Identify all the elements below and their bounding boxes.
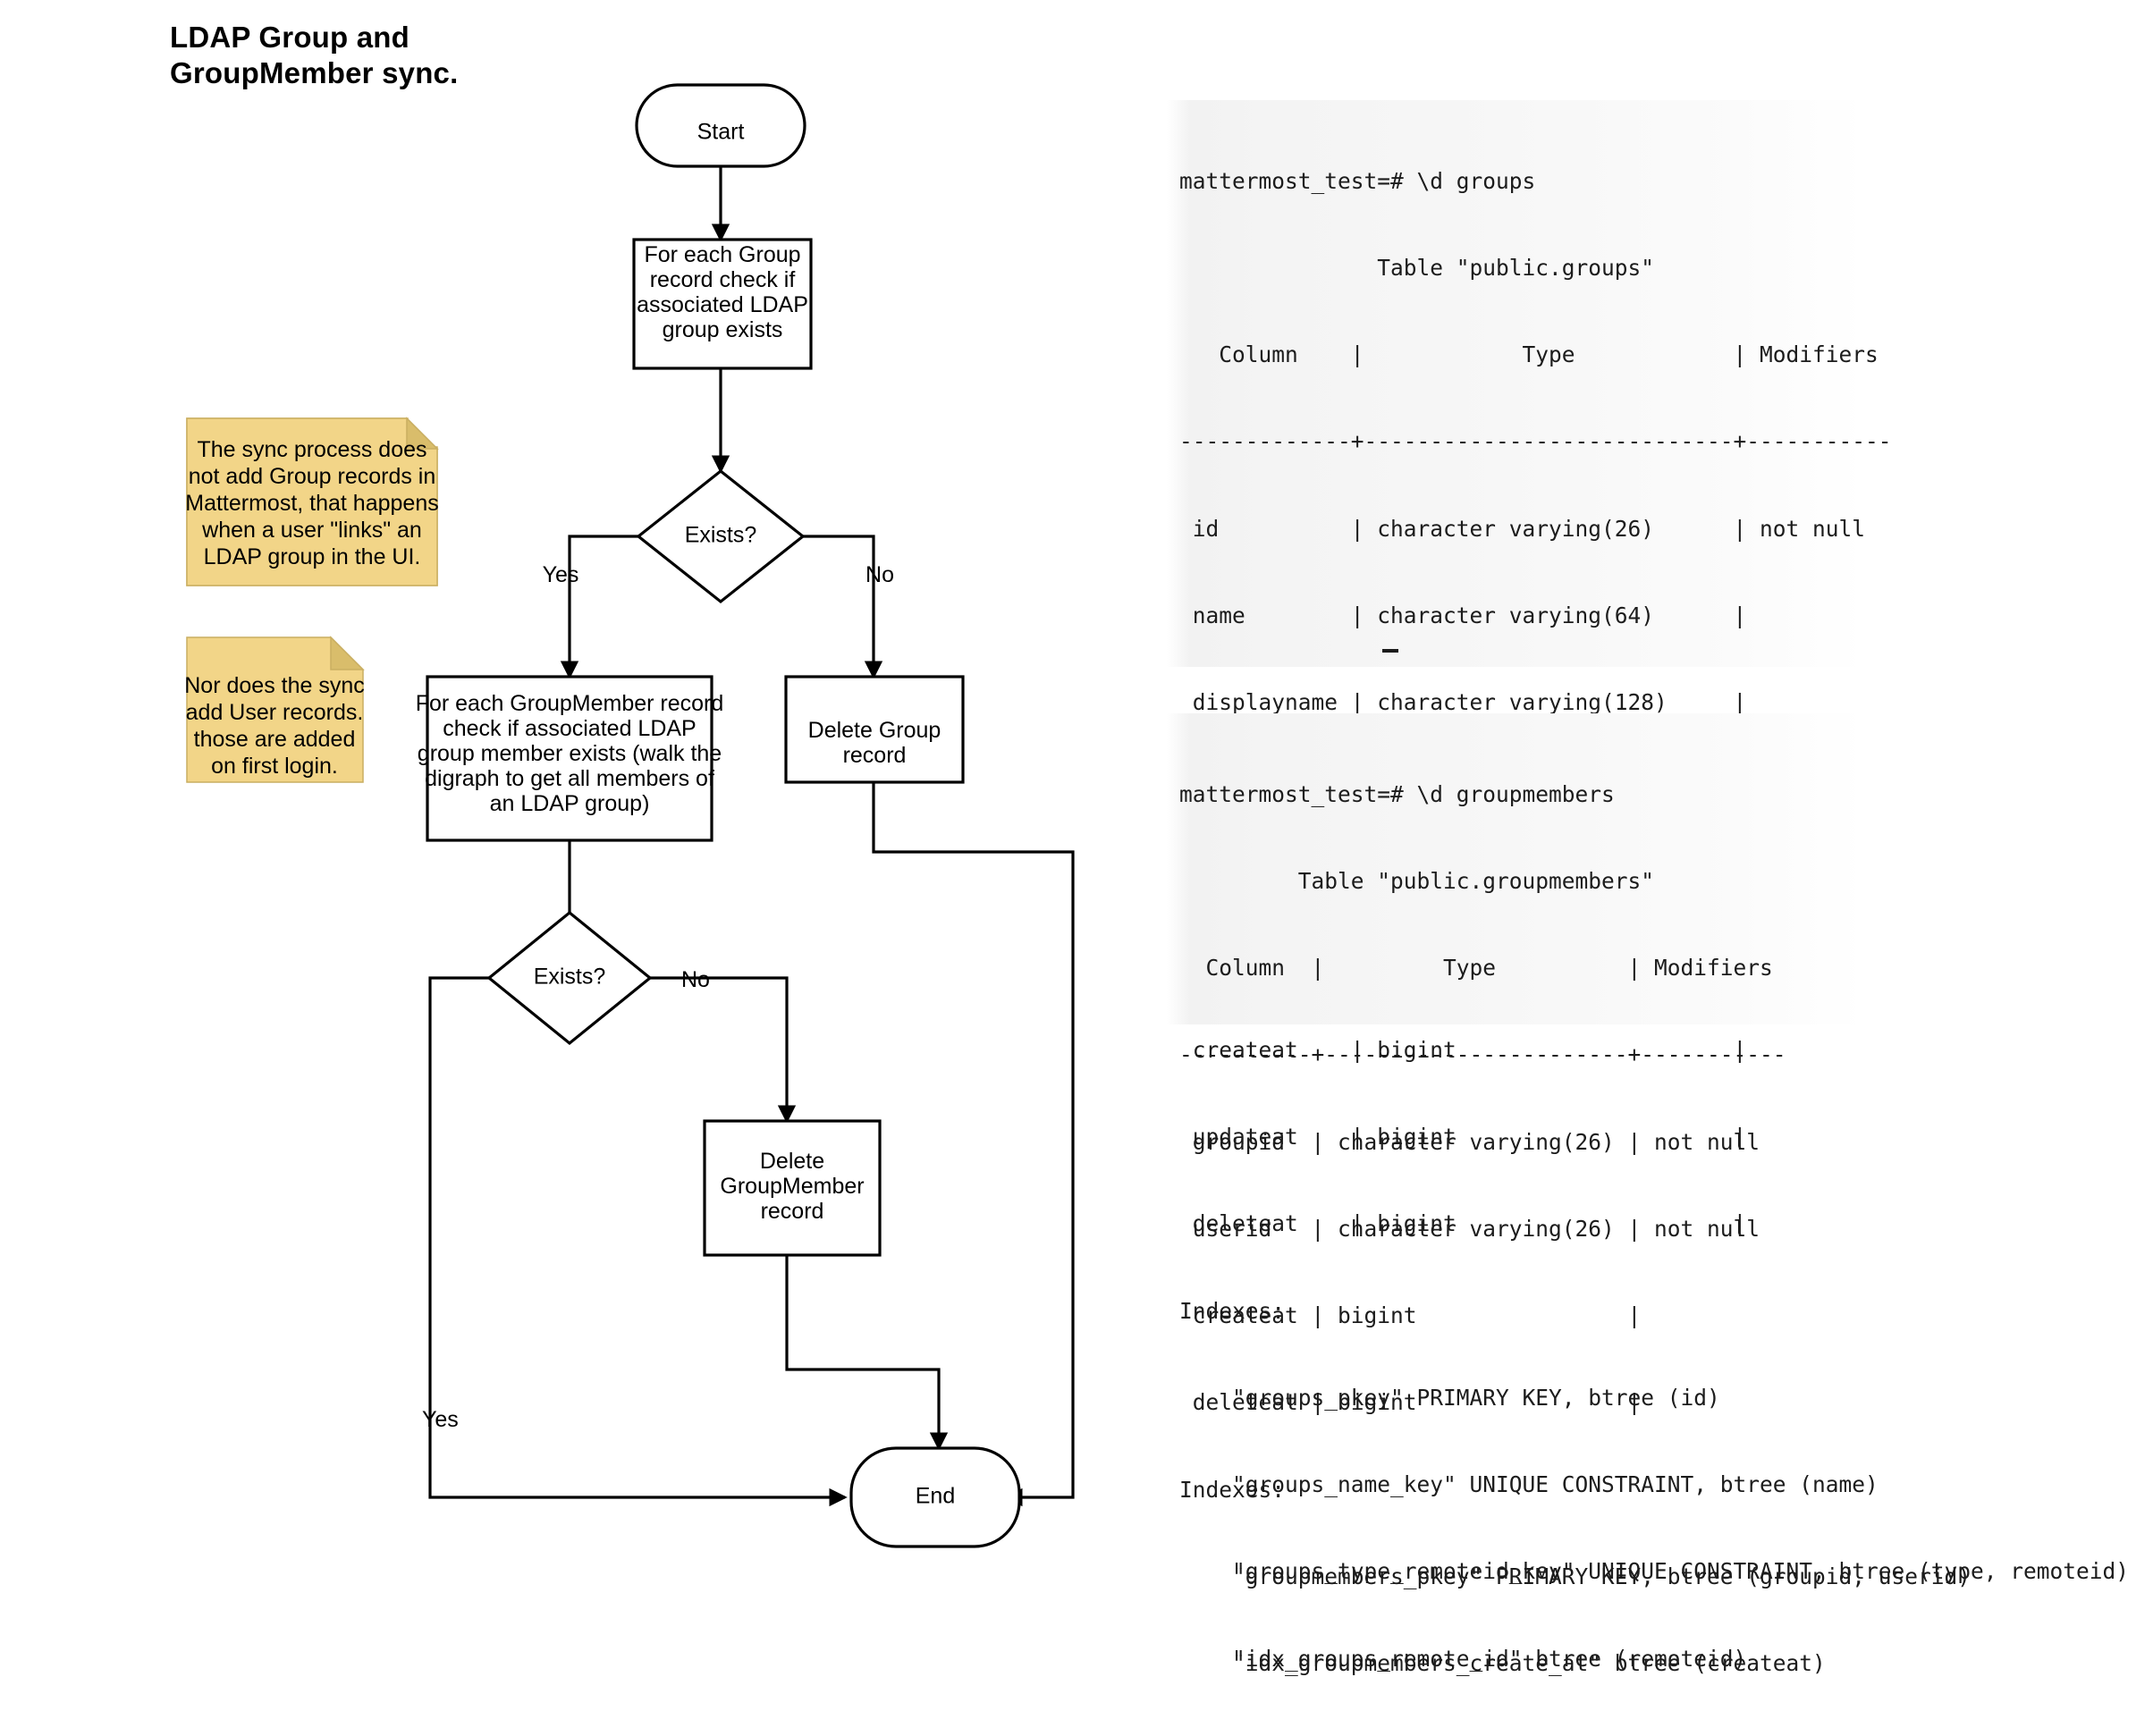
note2-line2: add User records.	[186, 700, 364, 725]
edge-label-exists2-yes: Yes	[422, 1407, 459, 1432]
node-check-groupmember-record[interactable]: For each GroupMember record check if ass…	[416, 675, 724, 842]
edge-exists1-no-to-del-group	[803, 535, 883, 679]
terminal-groupmembers-line-8: Indexes:	[1179, 1476, 1286, 1503]
node-check-member-line2: check if associated LDAP	[443, 716, 696, 741]
note1-line4: when a user "links" an	[201, 518, 422, 543]
terminal-groupmembers-line-6: createat | bigint |	[1179, 1302, 1642, 1329]
terminal-groupmembers-line-2: Column | Type | Modifiers	[1179, 955, 1786, 982]
terminal-groups-line-15: "groups_name_key" UNIQUE CONSTRAINT, btr…	[1179, 1471, 1879, 1498]
terminal-groupmembers-line-5: userid | character varying(26) | not nul…	[1179, 1215, 1760, 1242]
terminal-groups-line-5: name | character varying(64) |	[1179, 602, 1747, 628]
terminal-output-groupmembers: mattermost_test=# \d groupmembers Table …	[1167, 713, 1971, 1676]
node-end[interactable]: End	[849, 1446, 1021, 1548]
sticky-note-user-records[interactable]: Nor does the sync add User records. thos…	[184, 636, 365, 783]
note1-line5: LDAP group in the UI.	[204, 544, 421, 569]
node-del-member-line3: record	[761, 1199, 824, 1224]
terminal-groups-line-1: Table "public.groups"	[1179, 255, 1655, 282]
terminal-groupmembers-line-7: deleteat | bigint |	[1179, 1389, 1642, 1416]
terminal-groups-line-2: Column | Type | Modifiers	[1179, 341, 1892, 368]
node-end-label: End	[916, 1484, 955, 1509]
terminal-cursor-artifact	[1382, 649, 1398, 653]
node-check-member-line1: For each GroupMember record	[416, 691, 724, 716]
sticky-note-group-records[interactable]: The sync process does not add Group reco…	[185, 417, 439, 586]
terminal-groupmembers-line-10: "idx_groupmembers_create_at" btree (crea…	[1179, 1650, 1826, 1676]
node-check-group-record[interactable]: For each Group record check if associate…	[632, 238, 813, 370]
edge-exists1-yes-to-check-member	[560, 535, 638, 679]
terminal-output-groups: mattermost_test=# \d groups Table "publi…	[1167, 100, 2129, 1672]
note1-line2: not add Group records in	[189, 464, 436, 489]
terminal-groups-line-3: -------------+--------------------------…	[1179, 428, 1892, 455]
node-check-member-line3: group member exists (walk the	[418, 741, 722, 766]
page-title: LDAP Group and GroupMember sync.	[170, 20, 474, 92]
terminal-groups-line-11: updateat | bigint |	[1179, 1124, 1747, 1150]
node-exists1-label: Exists?	[685, 523, 757, 548]
edge-del-member-to-end	[785, 1255, 949, 1451]
node-delete-groupmember-record[interactable]: Delete GroupMember record	[703, 1119, 882, 1257]
note1-line1: The sync process does	[197, 437, 426, 462]
node-check-group-line1: For each Group	[644, 242, 800, 267]
diagram-canvas: LDAP Group and GroupMember sync.	[170, 20, 2129, 1676]
terminal-groups-line-6: displayname | character varying(128) |	[1179, 689, 1747, 716]
note2-line4: on first login.	[211, 754, 338, 779]
terminal-groups-line-0: mattermost_test=# \d groups	[1179, 167, 1536, 194]
node-del-group-line2: record	[843, 743, 907, 768]
node-start-label: Start	[697, 120, 745, 145]
edge-label-exists2-no: No	[681, 967, 710, 992]
edge-label-exists1-yes: Yes	[543, 562, 579, 587]
terminal-groupmembers-line-4: groupid | character varying(26) | not nu…	[1179, 1128, 1760, 1155]
edge-exists2-yes-to-end	[428, 976, 848, 1507]
node-delete-group-record[interactable]: Delete Group record	[784, 675, 965, 784]
terminal-groups-line-4: id | character varying(26) | not null	[1179, 515, 1866, 542]
node-check-group-line3: associated LDAP	[637, 292, 808, 317]
node-check-group-line2: record check if	[650, 267, 796, 292]
terminal-groupmembers-line-0: mattermost_test=# \d groupmembers	[1179, 780, 1615, 807]
page-title-line1: LDAP Group and	[170, 21, 410, 54]
node-check-member-line5: an LDAP group)	[490, 791, 650, 816]
note2-line1: Nor does the sync	[184, 673, 365, 698]
edge-del-group-to-end	[872, 782, 1075, 1507]
node-del-member-line2: GroupMember	[720, 1174, 864, 1199]
page-title-line2: GroupMember sync.	[170, 56, 459, 90]
node-del-member-line1: Delete	[760, 1149, 824, 1174]
terminal-groups-line-10: createat | bigint |	[1179, 1037, 1747, 1063]
node-check-member-line4: digraph to get all members of	[425, 766, 714, 791]
node-exists-decision-1[interactable]: Exists?	[636, 468, 806, 604]
node-exists2-label: Exists?	[534, 965, 606, 990]
node-exists-decision-2[interactable]: Exists?	[486, 910, 653, 1046]
node-check-group-line4: group exists	[663, 317, 783, 342]
edge-label-exists1-no: No	[865, 562, 894, 587]
terminal-groupmembers-line-9: "groupmembers_pkey" PRIMARY KEY, btree (…	[1179, 1563, 1971, 1589]
node-del-group-line1: Delete Group	[808, 718, 941, 743]
terminal-groupmembers-line-3: ----------+-----------------------+-----…	[1179, 1041, 1786, 1068]
terminal-groups-line-12: deleteat | bigint |	[1179, 1210, 1747, 1237]
note1-line3: Mattermost, that happens	[185, 491, 438, 516]
terminal-groupmembers-line-1: Table "public.groupmembers"	[1179, 868, 1655, 895]
terminal-groups-line-13: Indexes:	[1179, 1297, 1286, 1324]
edge-exists2-no-to-del-member	[650, 976, 797, 1124]
node-start[interactable]: Start	[635, 83, 806, 168]
terminal-groups-line-14: "groups_pkey" PRIMARY KEY, btree (id)	[1179, 1384, 1720, 1411]
note2-line3: those are added	[194, 727, 356, 752]
